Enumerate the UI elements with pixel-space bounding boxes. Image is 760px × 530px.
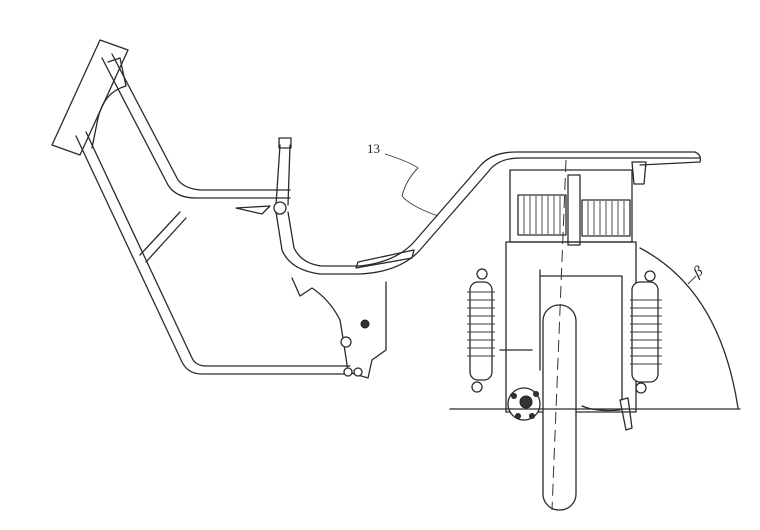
battery-box xyxy=(509,161,647,246)
wheel xyxy=(542,159,577,511)
head-tube-plate xyxy=(51,39,129,156)
right-shock-absorber xyxy=(630,270,662,394)
part-callout-label: 13 xyxy=(367,141,380,156)
left-shock-absorber xyxy=(467,268,495,393)
callout-13 xyxy=(384,153,439,217)
main-frame xyxy=(75,53,702,379)
right-axle-mount xyxy=(581,397,633,431)
reference-lines xyxy=(449,247,741,410)
brake-hub xyxy=(507,387,541,421)
